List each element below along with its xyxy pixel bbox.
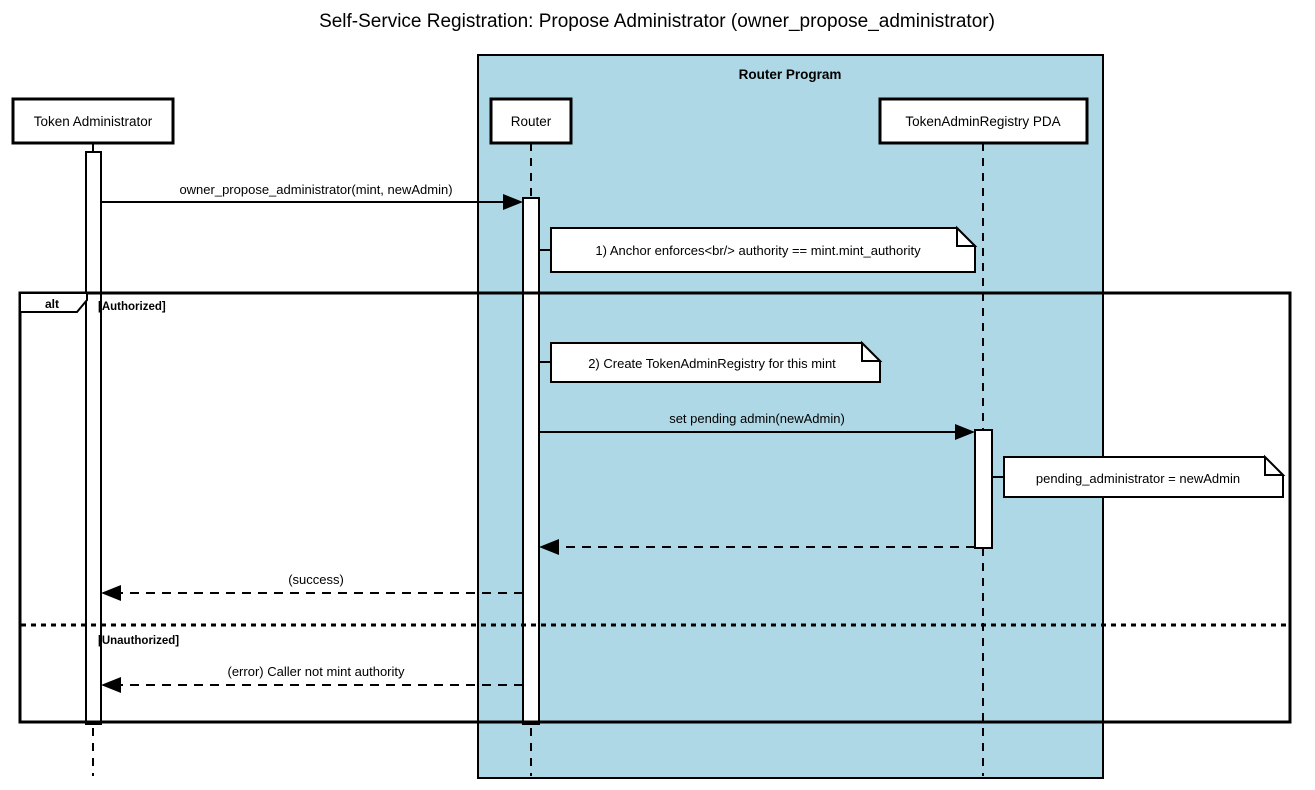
note-create-tokenadminregistry: 2) Create TokenAdminRegistry for this mi…: [539, 340, 883, 383]
message-label-1: owner_propose_administrator(mint, newAdm…: [179, 182, 452, 197]
note-text-3: pending_administrator = newAdmin: [1036, 471, 1240, 486]
participant-label-tokenadminregistry-pda: TokenAdminRegistry PDA: [905, 114, 1060, 129]
diagram-title: Self-Service Registration: Propose Admin…: [319, 11, 995, 32]
fragment-alt: alt [Authorized] [Unauthorized]: [18, 291, 1292, 724]
participant-tokenadminregistry-pda[interactable]: TokenAdminRegistry PDA: [878, 97, 1089, 145]
fragment-kind-label: alt: [45, 297, 59, 311]
note-text-2: 2) Create TokenAdminRegistry for this mi…: [588, 356, 836, 371]
fragment-alt-tab: [19, 292, 88, 313]
fragment-guard-unauthorized: [Unauthorized]: [98, 635, 179, 647]
participant-router[interactable]: Router: [489, 97, 573, 145]
message-owner-propose-administrator: owner_propose_administrator(mint, newAdm…: [101, 182, 523, 210]
message-set-pending-admin: set pending admin(newAdmin): [539, 411, 975, 440]
fragment-alt-border: [18, 291, 1292, 724]
arrowhead-message-1: [503, 194, 523, 210]
note-pending-administrator-assignment: pending_administrator = newAdmin: [992, 454, 1286, 498]
message-label-4: (success): [288, 572, 344, 587]
activation-router: [522, 197, 540, 725]
participant-token-administrator[interactable]: Token Administrator: [11, 97, 175, 145]
message-label-2: set pending admin(newAdmin): [669, 411, 845, 426]
arrowhead-message-2: [955, 424, 975, 440]
note-text-1: 1) Anchor enforces<br/> authority == min…: [595, 243, 921, 258]
participant-label-router: Router: [511, 114, 552, 129]
arrowhead-message-5: [101, 677, 121, 693]
arrowhead-message-4: [101, 585, 121, 601]
group-box-label: Router Program: [739, 67, 842, 82]
message-pda-return: [539, 539, 975, 555]
participant-label-token-administrator: Token Administrator: [34, 114, 153, 129]
activation-token-administrator: [85, 151, 102, 725]
fragment-guard-authorized: [Authorized]: [98, 301, 166, 313]
message-label-5: (error) Caller not mint authority: [228, 664, 405, 679]
note-anchor-enforces: 1) Anchor enforces<br/> authority == min…: [539, 225, 978, 273]
activation-tokenadminregistry-pda: [974, 429, 993, 549]
group-box-router-program: [477, 54, 1104, 779]
arrowhead-message-3: [539, 539, 559, 555]
message-error-caller-not-mint-authority: (error) Caller not mint authority: [101, 664, 523, 693]
message-success: (success): [101, 572, 523, 601]
